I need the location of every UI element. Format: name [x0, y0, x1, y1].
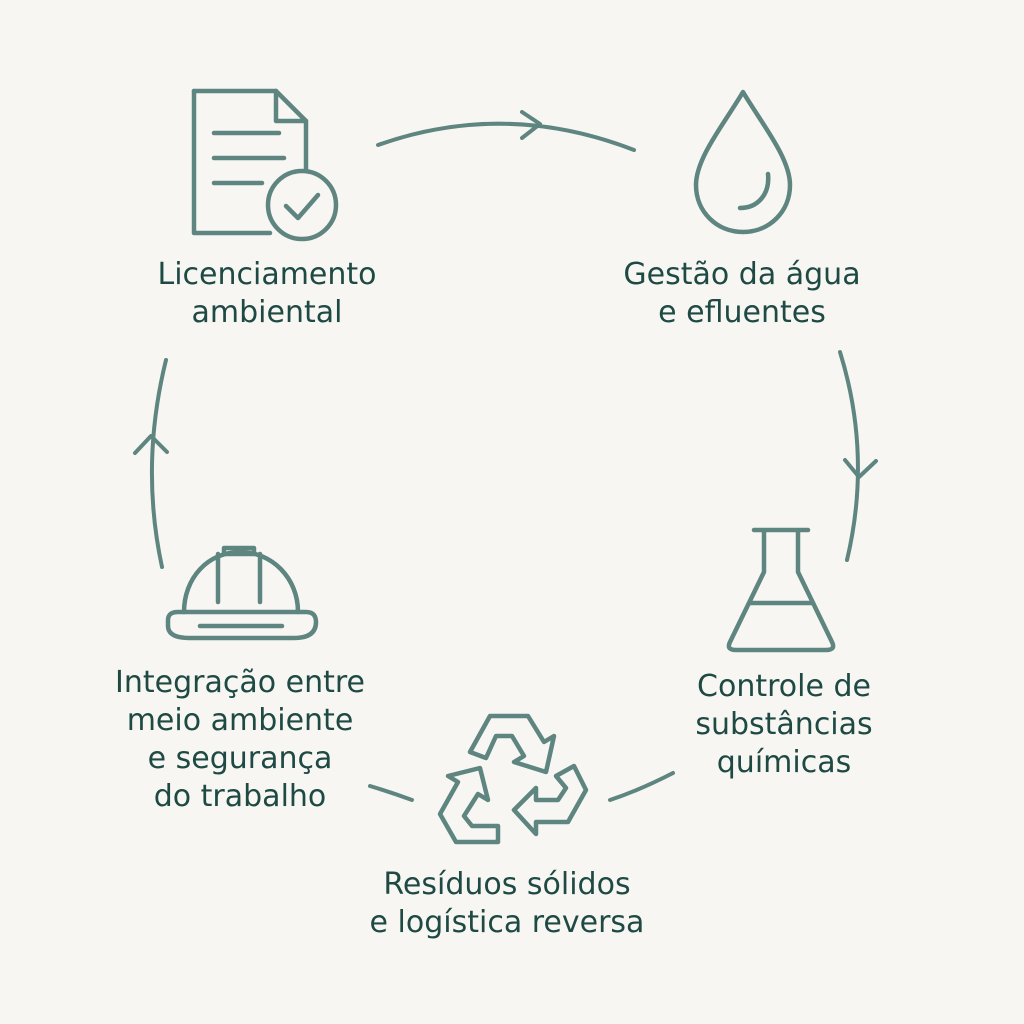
step-label-integracao: Integração entre meio ambiente e seguran…	[115, 664, 365, 816]
arrow-licenciamento-to-agua	[376, 121, 636, 152]
step-label-line: Gestão da água	[623, 257, 861, 292]
arrow-residuos-to-integracao	[368, 784, 414, 802]
step-label-line: Controle de	[697, 669, 871, 704]
recycle-icon	[432, 706, 592, 856]
arrow-integracao-to-licenciamento	[149, 358, 168, 569]
water-drop-icon	[688, 88, 798, 238]
arrow-agua-to-substancias	[838, 350, 860, 562]
step-label-line: do trabalho	[153, 779, 327, 814]
step-label-agua: Gestão da água e efluentes	[623, 256, 860, 332]
step-label-line: Licenciamento	[157, 257, 377, 292]
arrow-head-top	[520, 110, 542, 140]
step-label-line: Integração entre	[115, 665, 365, 700]
arrow-head-right	[843, 458, 878, 479]
step-label-residuos: Resíduos sólidos e logística reversa	[370, 866, 645, 942]
hard-hat-icon	[162, 540, 322, 648]
step-label-line: meio ambiente	[126, 703, 354, 738]
step-label-line: e logística reversa	[369, 905, 645, 940]
arrow-substancias-to-residuos	[608, 771, 675, 802]
document-check-icon	[184, 85, 344, 245]
arrow-head-left	[133, 434, 169, 455]
step-label-line: Resíduos sólidos	[383, 867, 631, 902]
step-label-licenciamento: Licenciamento ambiental	[157, 256, 376, 332]
flask-icon	[722, 524, 842, 656]
step-label-line: ambiental	[191, 295, 343, 330]
step-label-line: substâncias	[695, 707, 873, 742]
step-label-substancias: Controle de substâncias químicas	[695, 668, 872, 782]
step-label-line: e segurança	[147, 741, 333, 776]
step-label-line: e efluentes	[658, 295, 826, 330]
step-label-line: químicas	[716, 745, 852, 780]
